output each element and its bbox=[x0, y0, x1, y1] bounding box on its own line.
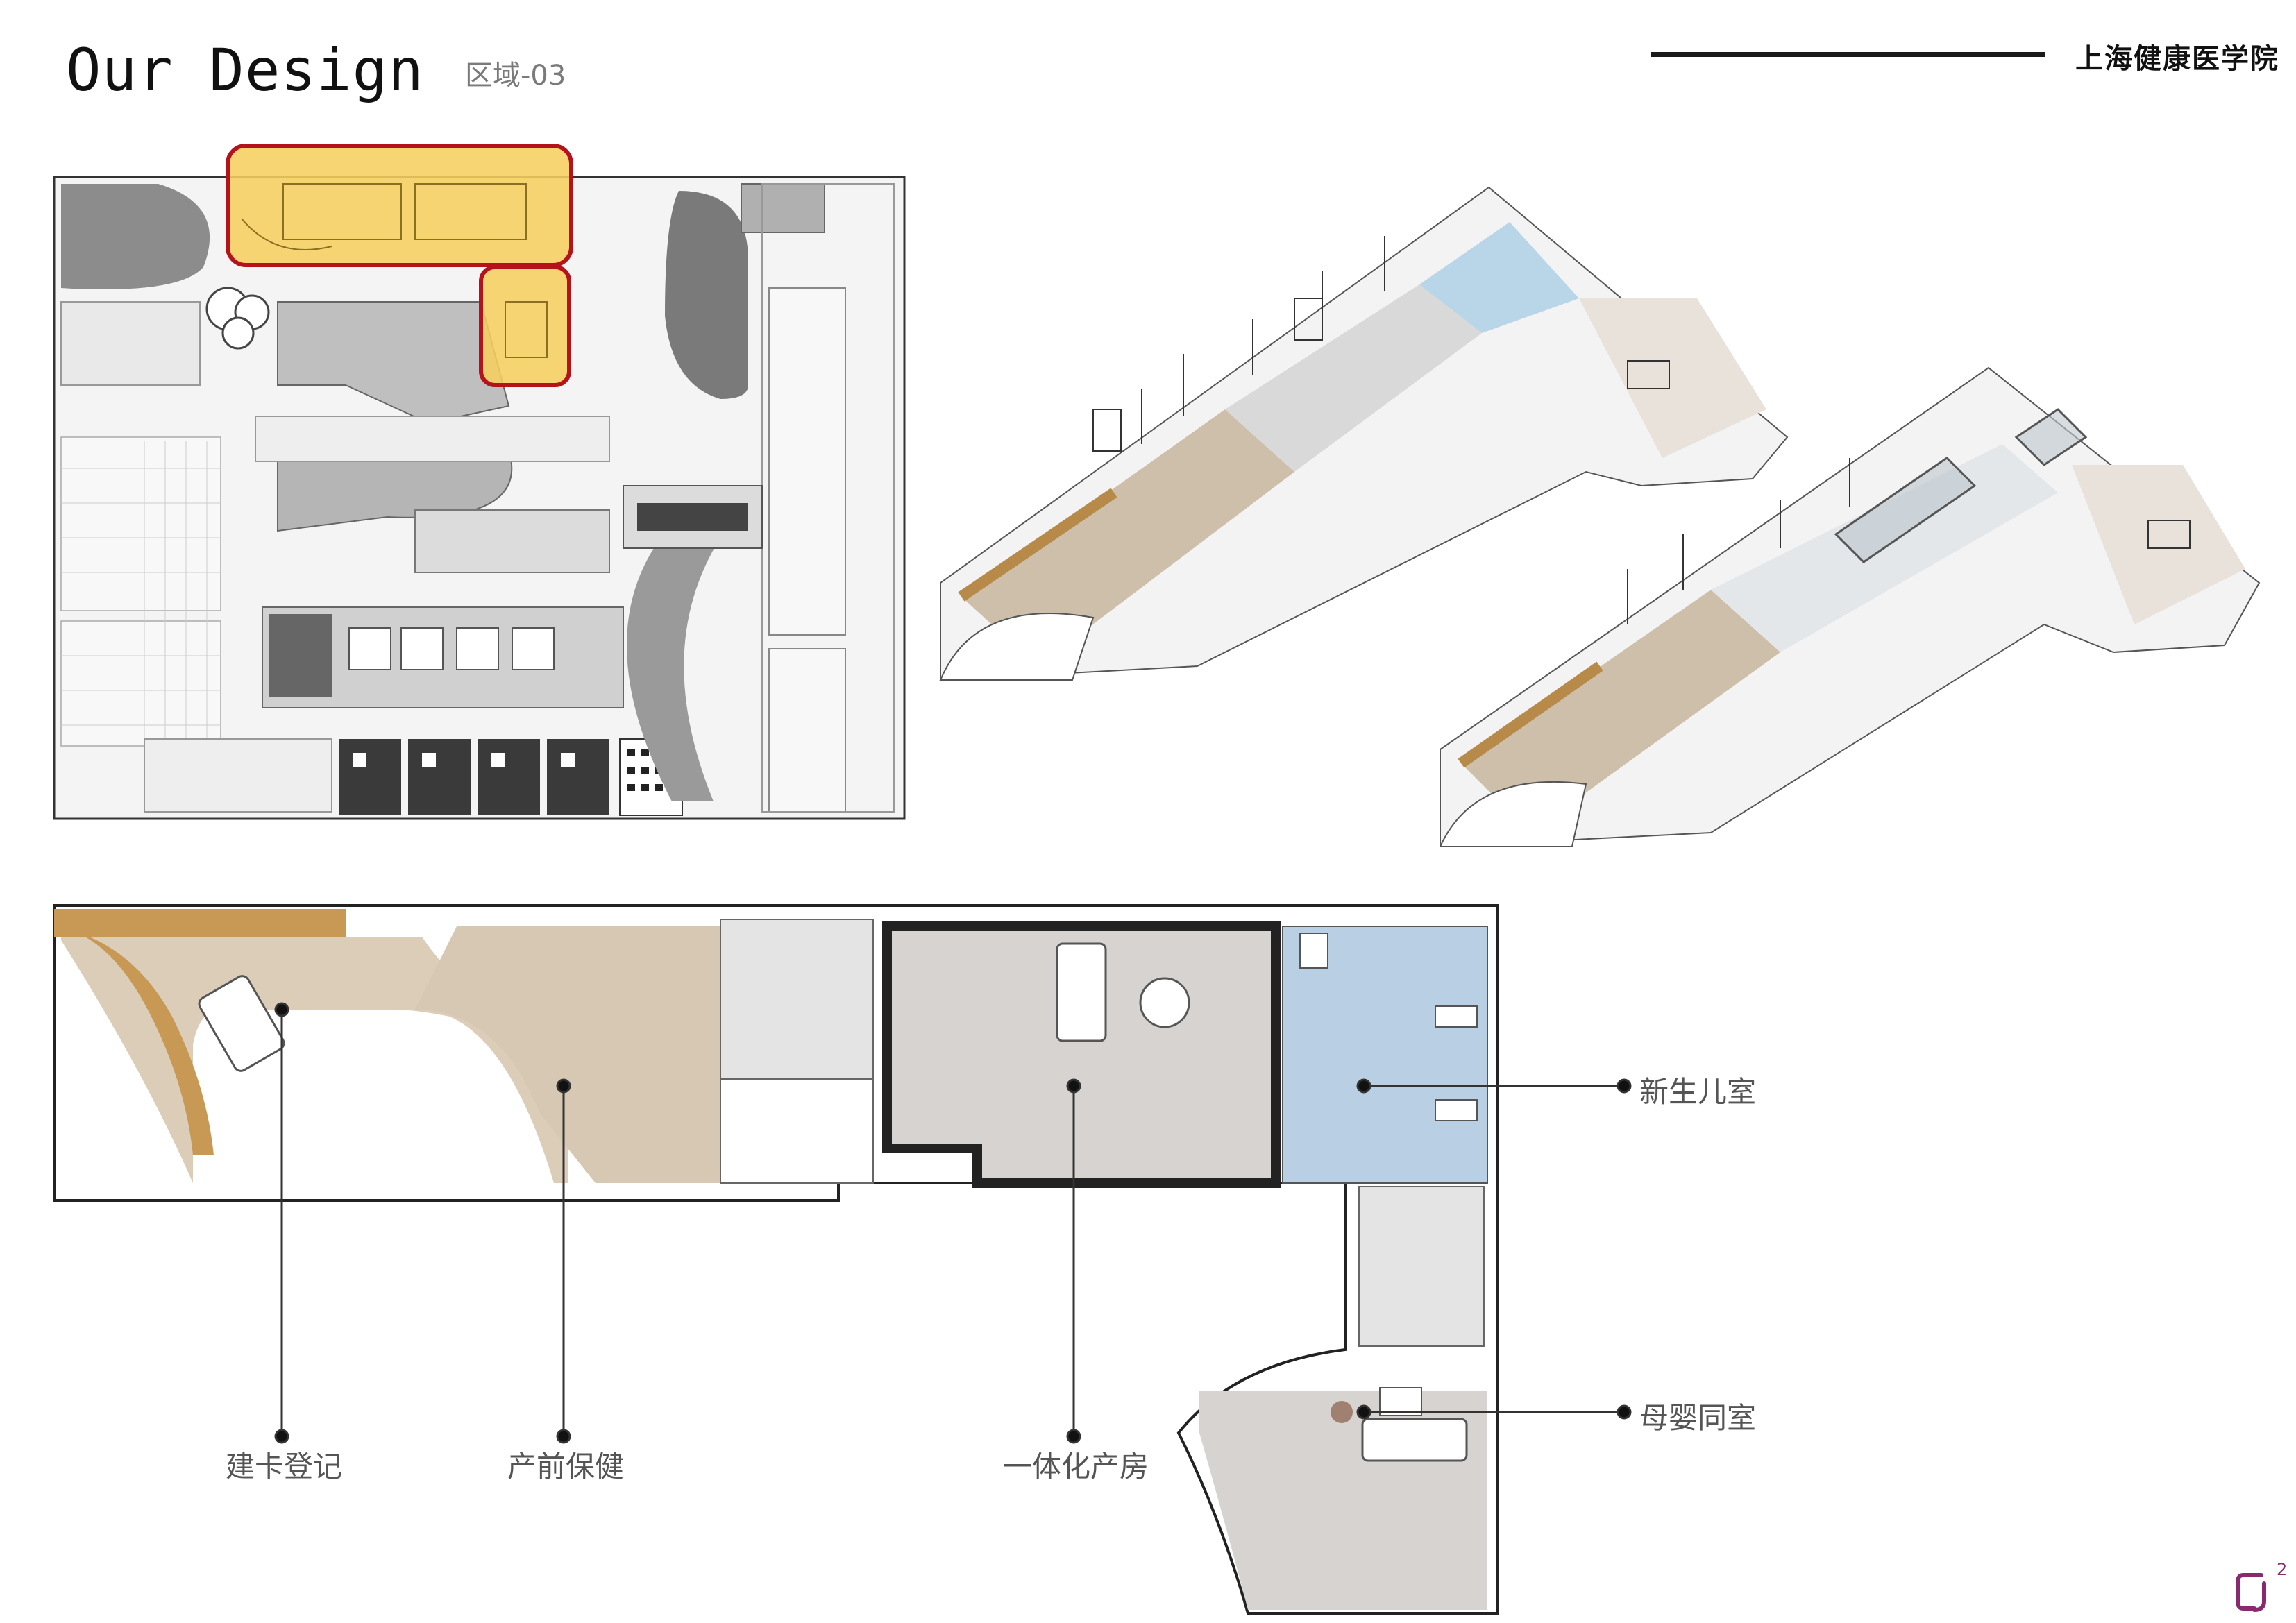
detailed-floor-plan bbox=[53, 904, 1499, 1615]
marker-registration bbox=[274, 1002, 289, 1017]
axonometric-view-lower bbox=[1439, 366, 2261, 848]
callout-label-ldr: 一体化产房 bbox=[1003, 1450, 1149, 1484]
header-rule bbox=[1651, 52, 2045, 57]
marker-prenatal bbox=[556, 1078, 571, 1094]
site-plan bbox=[53, 144, 906, 820]
page-subtitle: 区域-03 bbox=[465, 60, 566, 92]
callout-label-newborn: 新生儿室 bbox=[1639, 1075, 1757, 1109]
callout-label-registration: 建卡登记 bbox=[226, 1450, 343, 1484]
org-name: 上海健康医学院 bbox=[2075, 43, 2279, 75]
brand-logo: 2 bbox=[2234, 1560, 2289, 1618]
marker-newborn bbox=[1356, 1078, 1371, 1094]
callout-label-rooming: 母婴同室 bbox=[1639, 1401, 1757, 1435]
marker-rooming bbox=[1356, 1404, 1371, 1420]
marker-ldr bbox=[1066, 1078, 1081, 1094]
highlight-area-top bbox=[226, 144, 573, 267]
logo-superscript: 2 bbox=[2277, 1560, 2288, 1579]
ldr-bed bbox=[1056, 942, 1107, 1042]
logo-mark-icon bbox=[2236, 1573, 2266, 1612]
page-title: Our Design bbox=[66, 36, 424, 104]
axonometric-view-upper bbox=[939, 186, 1789, 681]
rooming-bed bbox=[1361, 1418, 1468, 1462]
plan-blob bbox=[61, 184, 210, 289]
callout-label-prenatal: 产前保健 bbox=[507, 1450, 625, 1484]
